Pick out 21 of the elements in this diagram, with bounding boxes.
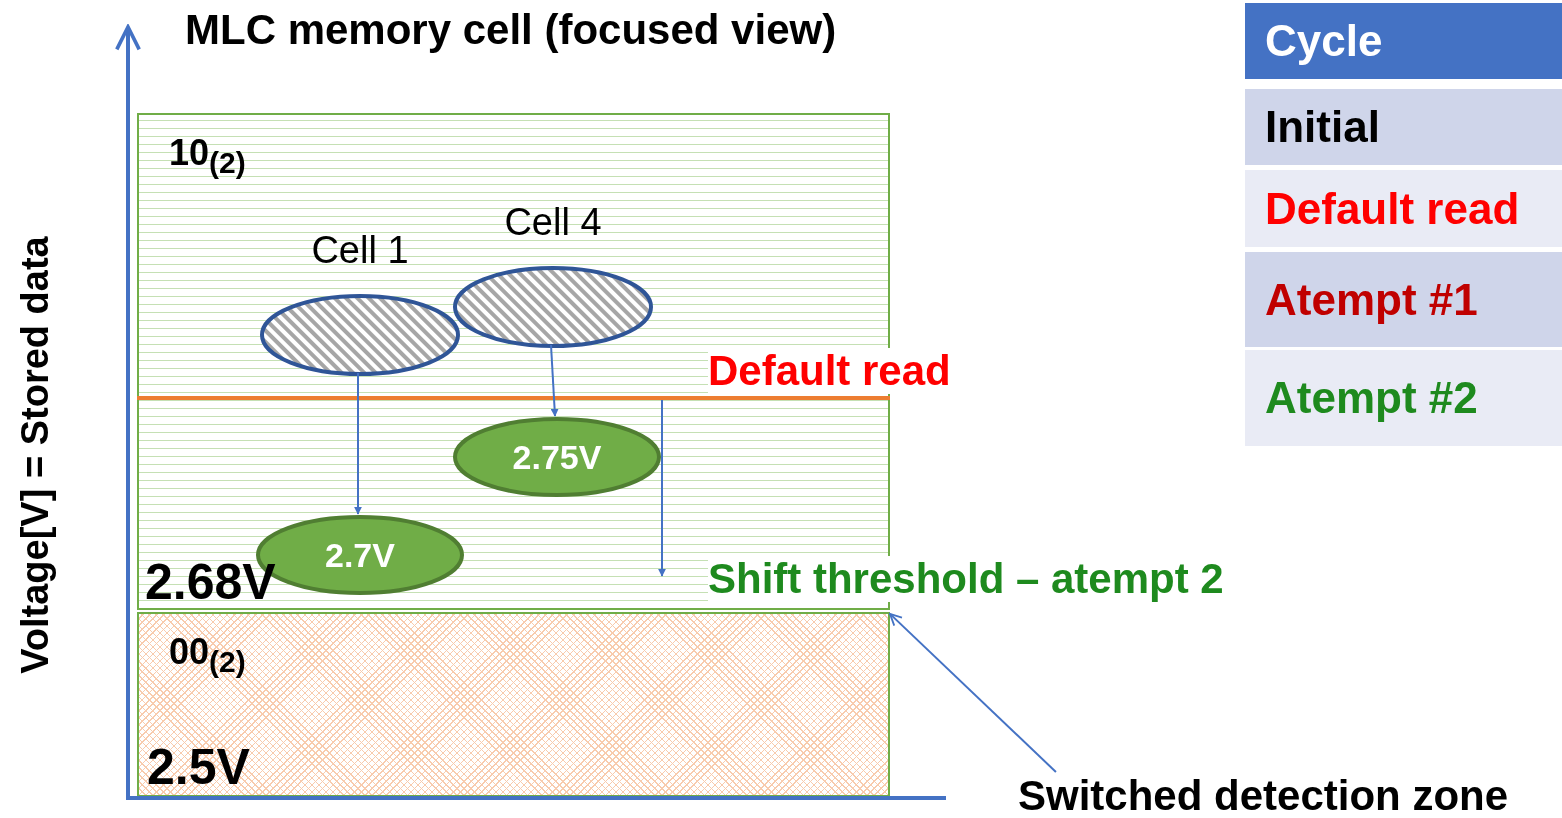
axis-title: Voltage[V] = Stored data	[13, 236, 57, 674]
voltage-zone	[137, 612, 890, 797]
table-header-cell: Cycle	[1245, 3, 1562, 79]
table-cell: Atempt #1	[1245, 252, 1562, 347]
cell-label: Cell 4	[503, 202, 603, 244]
cell-label: Cell 1	[310, 230, 410, 272]
table-cell: Default read	[1245, 170, 1562, 247]
table-cell: Atempt #2	[1245, 350, 1562, 446]
arrow	[550, 344, 559, 417]
voltage-ellipse: 2.75V	[452, 416, 662, 498]
threshold-label: Default read	[708, 348, 951, 395]
leader-line	[889, 612, 1057, 773]
arrow	[354, 372, 362, 515]
threshold-label: Shift threshold – atempt 2	[708, 556, 1224, 603]
bit-value: 00$_{(2)}$	[169, 634, 246, 678]
table-cell: Initial	[1245, 89, 1562, 165]
voltage-label: 2.68V	[145, 557, 276, 607]
annotation-text: Switched detection zone	[1018, 772, 1560, 818]
diagram-title: MLC memory cell (focused view)	[185, 5, 837, 55]
voltage-label: 2.5V	[147, 742, 250, 792]
bit-value: 10$_{(2)}$	[169, 135, 246, 179]
